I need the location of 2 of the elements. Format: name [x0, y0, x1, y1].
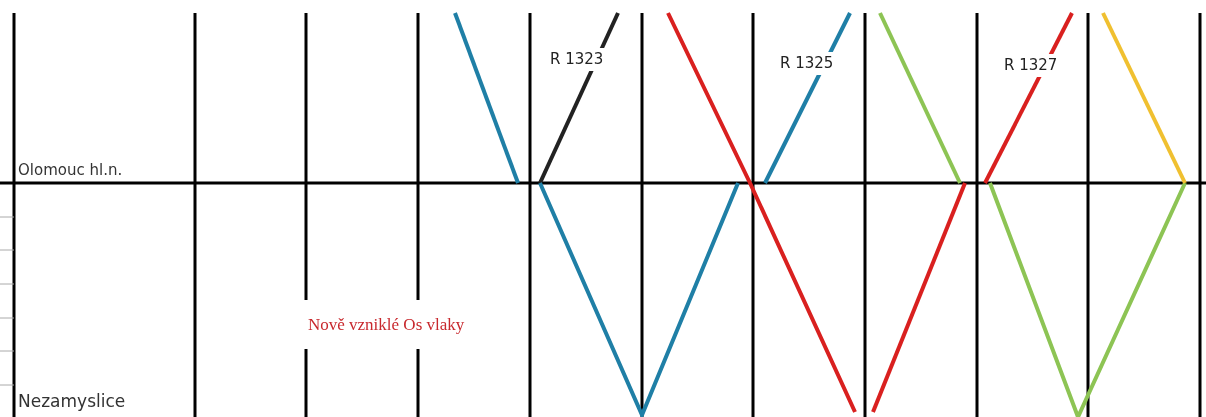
station-label: Olomouc hl.n. [18, 163, 123, 178]
station-label: Nezamyslice [18, 393, 126, 410]
